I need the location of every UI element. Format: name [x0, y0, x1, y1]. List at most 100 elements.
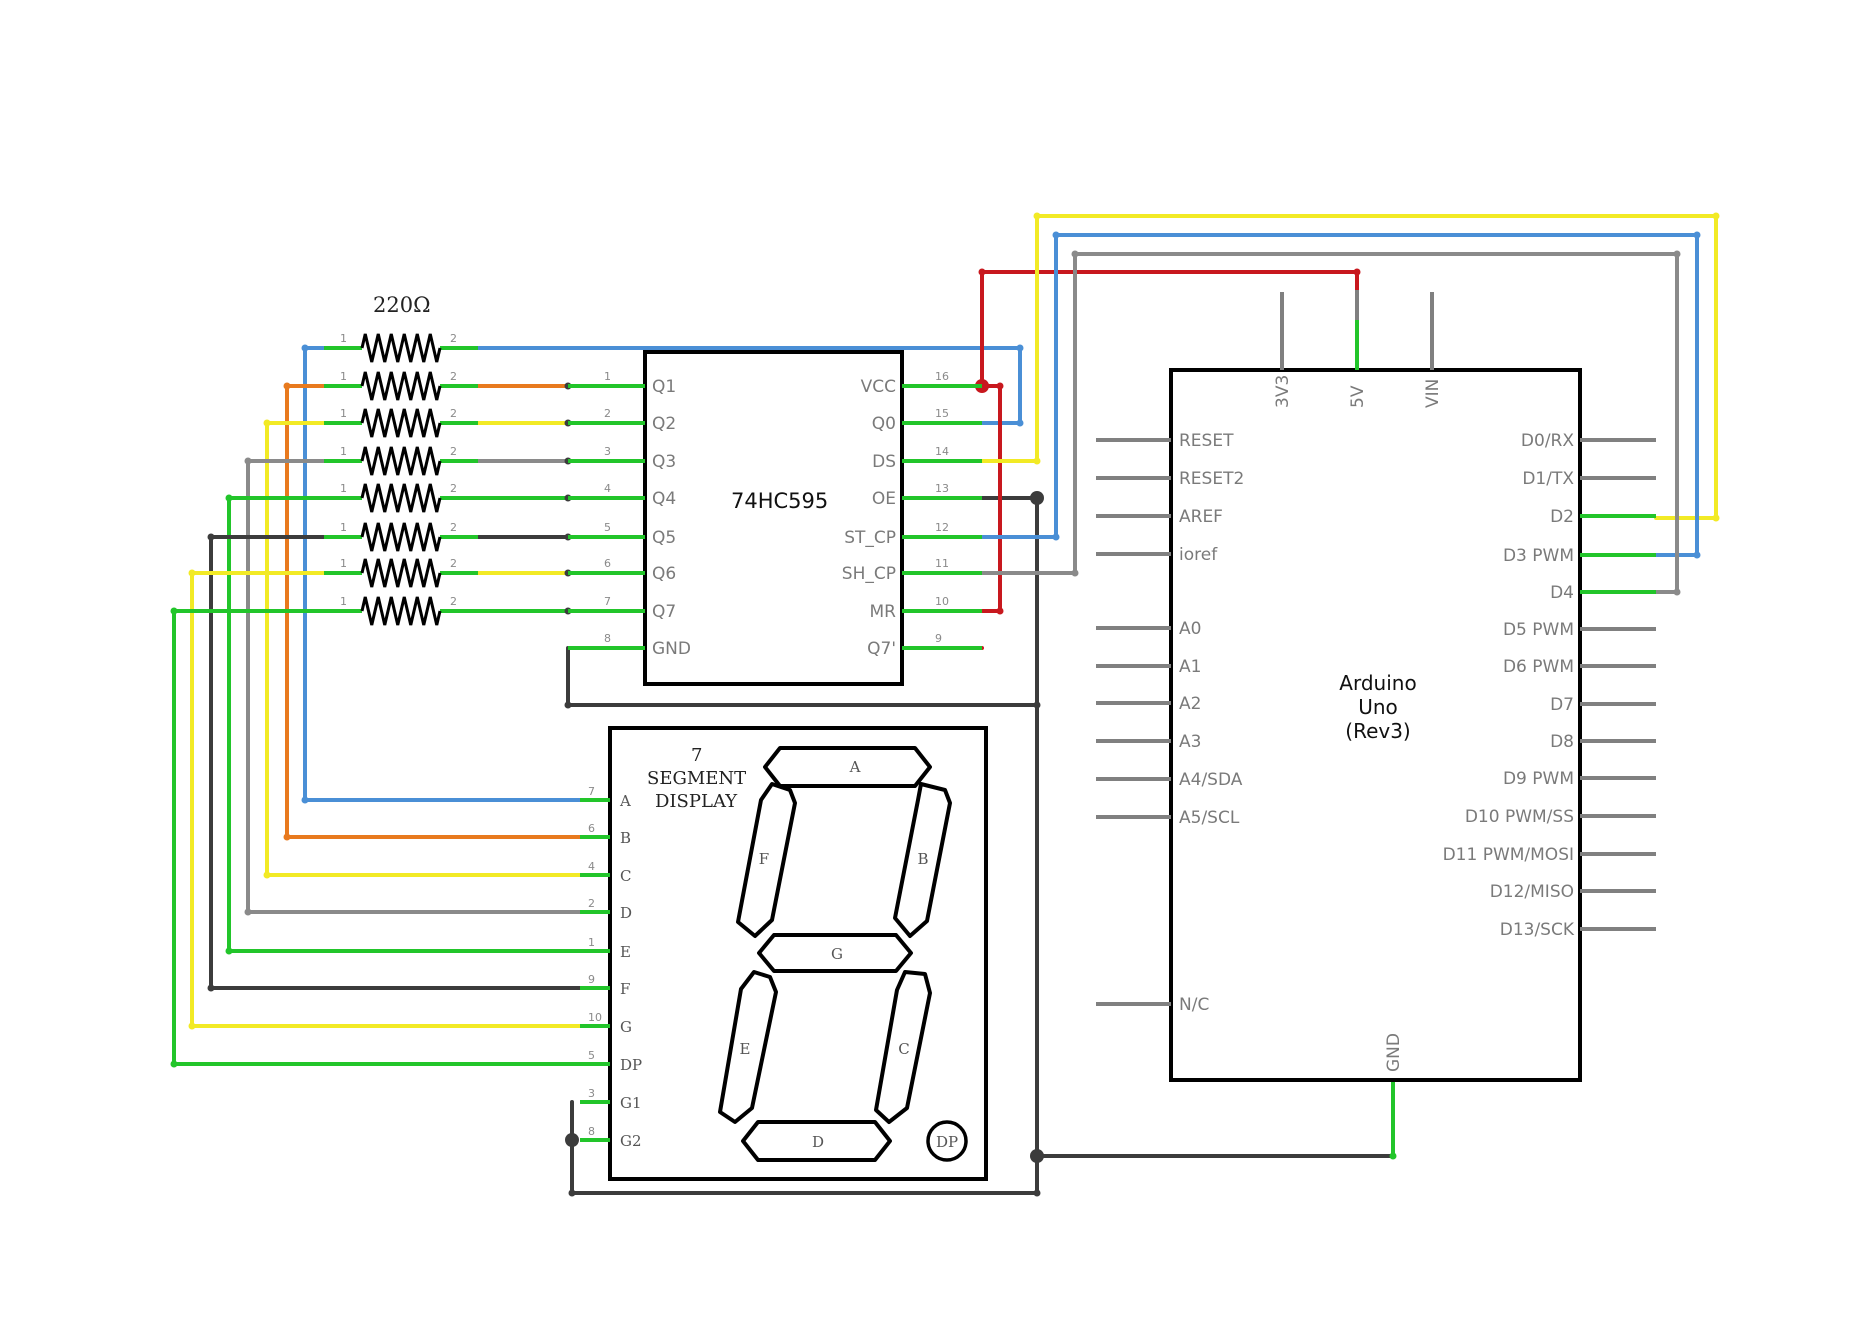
display-title-line-1: 7	[691, 745, 702, 766]
shift-register-name: 74HC595	[731, 489, 828, 513]
display-pin-label: G	[620, 1018, 632, 1036]
wire-end-dot	[1693, 231, 1701, 239]
resistor-pin-2-number: 2	[450, 557, 457, 570]
ic-left-pin-label: Q4	[652, 489, 676, 509]
wire-end-dot	[1016, 344, 1024, 352]
segment-d	[741, 1120, 892, 1162]
resistor-pin-2-number: 2	[450, 595, 457, 608]
ic-right-pin-number: 16	[935, 370, 949, 383]
shift-register-74hc595[interactable]: 74HC595 1Q12Q23Q34Q45Q56Q67Q78GND16VCC15…	[568, 350, 982, 686]
wire-end-dot	[1071, 569, 1079, 577]
wire-gray-shcp	[980, 252, 1679, 594]
resistor-body	[360, 596, 442, 626]
resistor-pin-2-number: 2	[450, 482, 457, 495]
resistor-pin-1-number: 1	[340, 445, 347, 458]
arduino-left-pin-label: A1	[1179, 657, 1201, 677]
resistor-pin-1-number: 1	[340, 595, 347, 608]
ic-right-pin-number: 14	[935, 445, 949, 458]
arduino-right-pin-label: D6 PWM	[1503, 657, 1574, 677]
arduino-name-line-2: Uno	[1358, 695, 1398, 719]
arduino-left-pin-label: AREF	[1179, 507, 1223, 527]
wire-end-dot	[996, 607, 1004, 615]
arduino-right-pin-label: D3 PWM	[1503, 546, 1574, 566]
display-pin-label: D	[620, 904, 632, 922]
ic-left-pin-number: 6	[604, 557, 611, 570]
wire-end-dot	[1353, 268, 1361, 276]
wire-end-dot	[564, 701, 572, 709]
wire-end-dot	[1052, 231, 1060, 239]
display-pin-number: 1	[588, 936, 595, 949]
arduino-left-pin-label: A2	[1179, 694, 1201, 714]
segment-label: F	[759, 850, 769, 868]
display-pin-label: F	[620, 980, 630, 998]
arduino-left-pin-label: A5/SCL	[1179, 808, 1240, 828]
display-pin-label: B	[620, 829, 631, 847]
ic-left-pin-label: Q5	[652, 528, 676, 548]
resistor-pin-1-number: 1	[340, 482, 347, 495]
wire-yellow-seg-c	[265, 421, 582, 877]
wire-blue-stcp	[980, 233, 1699, 557]
arduino-right-pin-label: D8	[1550, 732, 1574, 752]
wires	[172, 214, 1718, 1195]
seven-segment-display[interactable]: 7 SEGMENT DISPLAY 7A6B4C2D1E9F10G5DP3G18…	[580, 726, 988, 1181]
arduino-name-line-3: (Rev3)	[1345, 719, 1410, 743]
wire-end-dot	[1033, 1189, 1041, 1197]
display-pin-label: E	[620, 943, 631, 961]
ic-left-pin-number: 7	[604, 595, 611, 608]
ic-left-pin-label: Q3	[652, 452, 676, 472]
display-pin-number: 9	[588, 973, 595, 986]
ic-left-pin-label: Q6	[652, 564, 676, 584]
arduino-top-pin-label: VIN	[1423, 379, 1443, 408]
arduino-right-pin-label: D1/TX	[1522, 469, 1574, 489]
segment-label: B	[917, 850, 928, 868]
resistor-pin-2-number: 2	[450, 445, 457, 458]
arduino-left-pin-label: ioref	[1179, 545, 1218, 565]
wire-end-dot	[170, 1060, 178, 1068]
ic-left-pin-label: Q2	[652, 414, 676, 434]
resistor-pin-2-number: 2	[450, 332, 457, 345]
wire-end-dot	[225, 947, 233, 955]
arduino-right-pin-label: D11 PWM/MOSI	[1443, 845, 1574, 865]
wire-ground-rail	[570, 496, 1039, 1195]
arduino-right-pin-label: D12/MISO	[1490, 882, 1574, 902]
display-pin-label: A	[619, 792, 631, 810]
arduino-name-line-1: Arduino	[1339, 671, 1416, 695]
arduino-right-pin-label: D5 PWM	[1503, 620, 1574, 640]
ic-left-pin-number: 4	[604, 482, 611, 495]
wire-end-dot	[283, 833, 291, 841]
display-pin-number: 8	[588, 1125, 595, 1138]
wire-end-dot	[1033, 457, 1041, 465]
resistor-pin-1-number: 1	[340, 557, 347, 570]
arduino-left-pin-label: A0	[1179, 619, 1201, 639]
resistor-pin-1-number: 1	[340, 370, 347, 383]
wire-end-dot	[996, 382, 1004, 390]
wire-red-5v	[980, 270, 1359, 388]
wire-end-dot	[1673, 250, 1681, 258]
segment-e	[718, 970, 778, 1124]
arduino-right-pin-label: D9 PWM	[1503, 769, 1574, 789]
ic-left-pin-number: 5	[604, 521, 611, 534]
wire-end-dot	[568, 1189, 576, 1197]
wire-end-dot	[301, 796, 309, 804]
segment-b	[893, 782, 952, 938]
resistor-body	[360, 483, 442, 513]
resistor-pin-1-number: 1	[340, 407, 347, 420]
segment-a	[763, 746, 932, 788]
wire-end-dot	[263, 871, 271, 879]
resistor-body	[360, 333, 442, 363]
wire-end-dot	[1712, 514, 1720, 522]
ic-left-pin-label: GND	[652, 639, 691, 659]
wire-gray-seg-d	[246, 459, 582, 914]
display-pin-number: 4	[588, 860, 595, 873]
segment-label: E	[740, 1040, 751, 1058]
arduino-top-pin-label: 5V	[1348, 385, 1368, 408]
